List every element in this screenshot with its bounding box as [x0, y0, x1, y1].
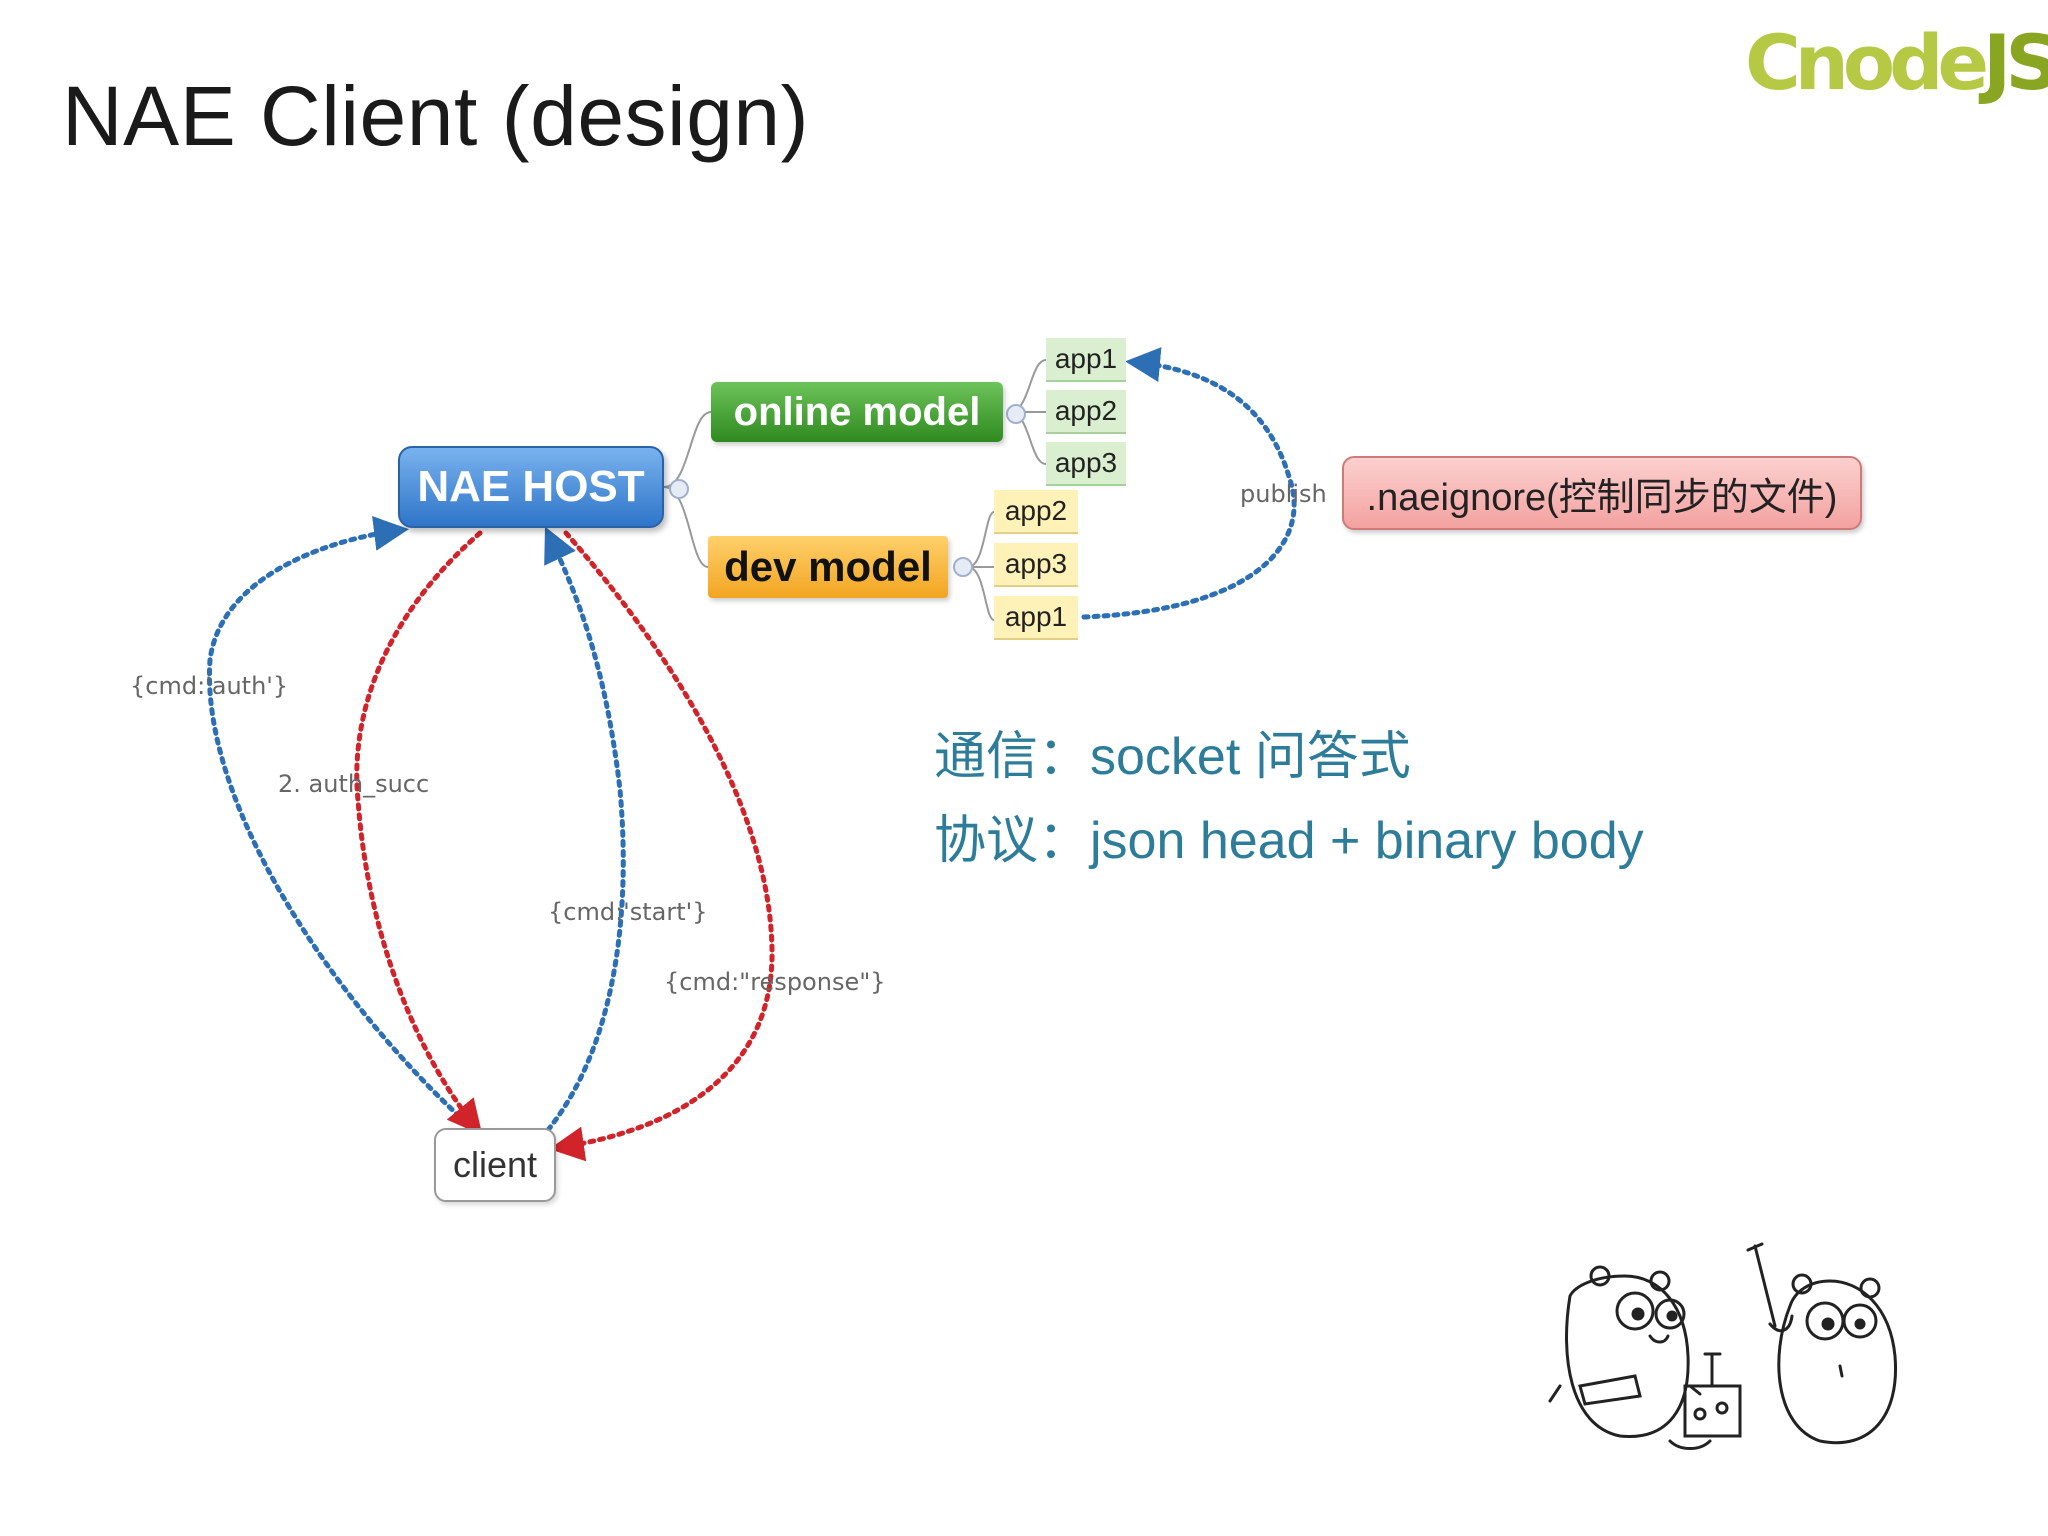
logo-suffix: JS	[1983, 18, 2048, 107]
online-app-node: app2	[1046, 390, 1126, 434]
branch-host-online	[663, 411, 712, 488]
gopher-mascots-illustration	[1548, 1242, 1898, 1450]
start-arrow	[544, 526, 626, 1133]
client-node: client	[434, 1128, 556, 1202]
publish-arrow	[1081, 347, 1297, 620]
auth-label: {cmd:'auth'}	[130, 672, 289, 700]
cnodejs-logo: CnodeJS	[1745, 18, 2048, 107]
dev-app-node: app3	[994, 543, 1078, 587]
naeignore-node: .naeignore(控制同步的文件)	[1342, 456, 1862, 530]
response-arrow	[549, 530, 775, 1162]
dev-app-node: app2	[994, 490, 1078, 534]
logo-prefix: Cnode	[1745, 18, 1989, 107]
communication-note: 通信：socket 问答式	[934, 728, 1411, 786]
host-toggle-icon	[669, 479, 689, 499]
start-label: {cmd:'start'}	[548, 898, 708, 926]
dev-toggle-icon	[953, 557, 973, 577]
dev-app-node: app1	[994, 596, 1078, 640]
auth-arrow	[206, 516, 477, 1133]
online-toggle-icon	[1006, 404, 1026, 424]
response-label: {cmd:"response"}	[664, 968, 886, 996]
online-app-node: app3	[1046, 442, 1126, 486]
auth-succ-label: 2. auth_succ	[278, 770, 430, 798]
protocol-note: 协议：json head + binary body	[934, 812, 1644, 870]
dev-model-node: dev model	[708, 536, 948, 598]
collapse-toggles	[669, 404, 1026, 577]
publish-label: publish	[1240, 480, 1327, 508]
online-model-node: online model	[711, 382, 1003, 442]
nae-host-node: NAE HOST	[398, 446, 664, 528]
page-title: NAE Client (design)	[62, 69, 810, 163]
auth-succ-arrow	[354, 530, 483, 1136]
branch-host-dev	[663, 486, 709, 568]
online-app-node: app1	[1046, 338, 1126, 382]
